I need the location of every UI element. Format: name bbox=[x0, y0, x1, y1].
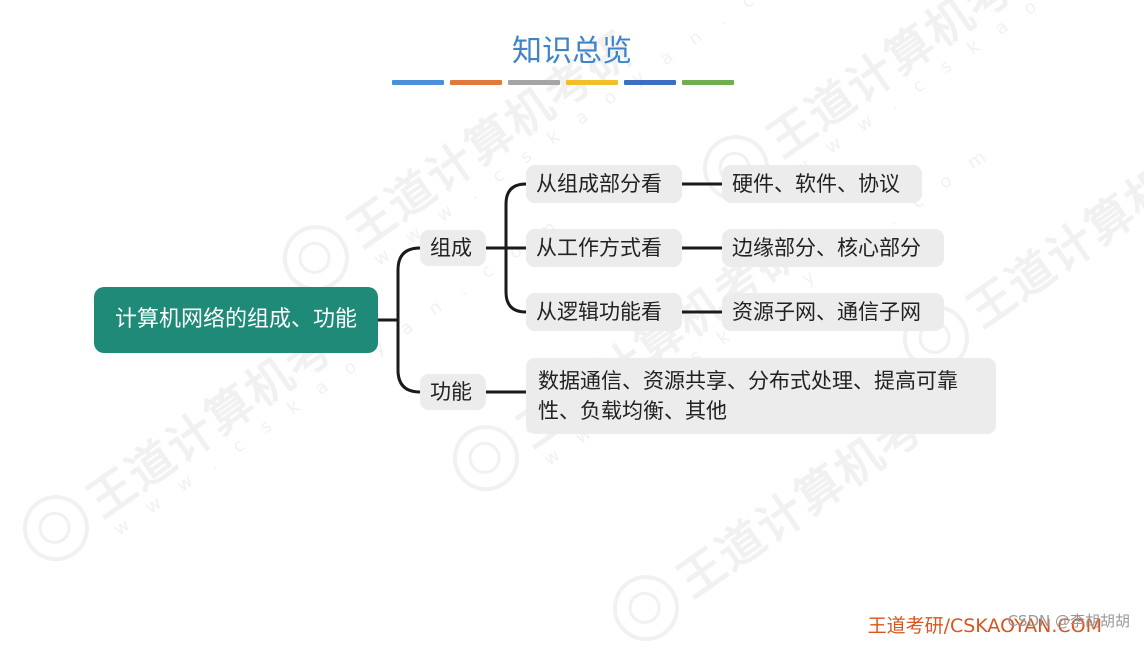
title-color-bars bbox=[392, 80, 734, 85]
connector-trunk bbox=[396, 246, 422, 394]
branch-node-function: 功能 bbox=[420, 374, 486, 410]
child-node-components: 从组成部分看 bbox=[526, 165, 682, 203]
detail-node-components: 硬件、软件、协议 bbox=[722, 165, 922, 203]
root-node: 计算机网络的组成、功能 bbox=[94, 287, 378, 353]
title-bar bbox=[682, 80, 734, 85]
detail-node-logical-function: 资源子网、通信子网 bbox=[722, 293, 944, 331]
title-bar bbox=[508, 80, 560, 85]
detail-node-working-mode: 边缘部分、核心部分 bbox=[722, 229, 944, 267]
title-bar bbox=[392, 80, 444, 85]
footer-credit: CSDN @李胡胡胡 bbox=[1007, 612, 1130, 630]
mindmap-connectors bbox=[376, 182, 724, 394]
page-title: 知识总览 bbox=[512, 34, 632, 69]
footer-brand: 王道考研/CSKAOYAN.COM bbox=[867, 615, 1102, 637]
title-bar bbox=[624, 80, 676, 85]
title-bar bbox=[566, 80, 618, 85]
branch-node-composition: 组成 bbox=[420, 230, 486, 266]
child-node-working-mode: 从工作方式看 bbox=[526, 229, 682, 267]
title-bar bbox=[450, 80, 502, 85]
child-node-logical-function: 从逻辑功能看 bbox=[526, 293, 682, 331]
detail-node-function: 数据通信、资源共享、分布式处理、提高可靠性、负载均衡、其他 bbox=[526, 358, 996, 434]
